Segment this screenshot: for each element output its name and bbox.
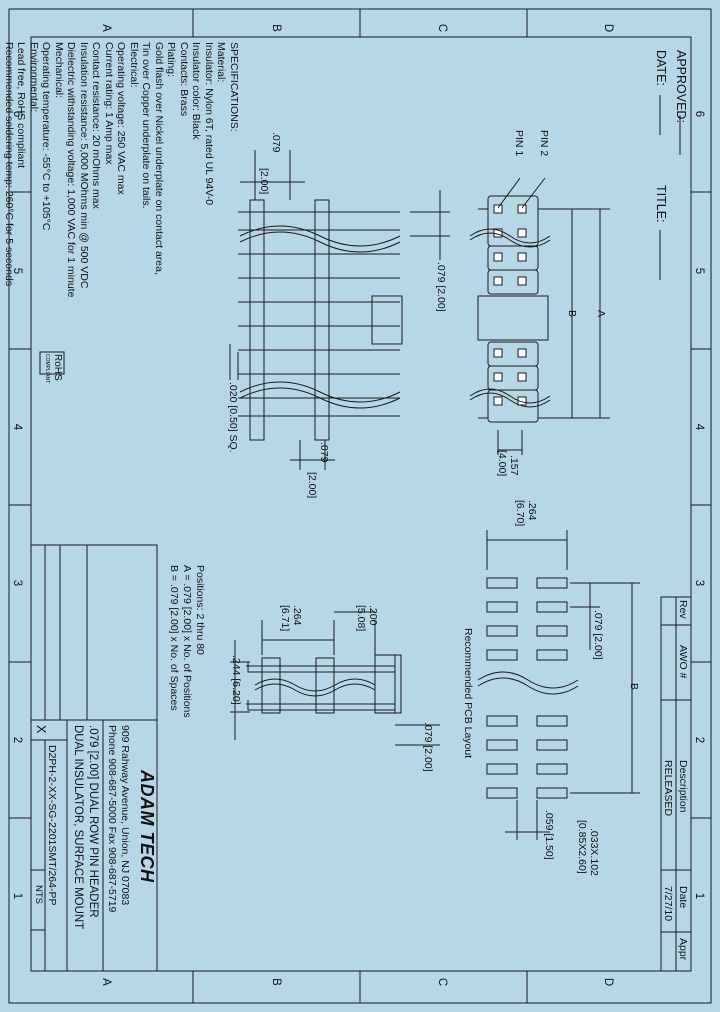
dim-row-spacing: .157 bbox=[508, 455, 520, 476]
part-number: D2PH-2-XX-SG-2201SMT/264-PP bbox=[46, 745, 58, 906]
dim-pad-size-mm: [0.85X2.60] bbox=[576, 820, 588, 874]
rohs-mark: RoHS COMPLIANT bbox=[41, 354, 63, 383]
positions-line-1: Positions: 2 thru 80 bbox=[194, 565, 206, 655]
pin-2-label: PIN 2 bbox=[538, 130, 550, 157]
zone-letter-bottom-c: C bbox=[436, 977, 449, 987]
spec-line: Recommended soldering temp: 260°C for 5 … bbox=[3, 42, 15, 287]
spec-line: Mechanical: bbox=[53, 42, 65, 99]
company-address: 909 Rahway Avenue, Union, NJ 07083 bbox=[119, 725, 131, 906]
dim-side-244: .244 [6.20] bbox=[230, 655, 242, 705]
revision-description: RELEASED bbox=[662, 760, 674, 817]
spec-heading: SPECIFICATIONS: bbox=[228, 42, 240, 132]
zone-number-left-2: 2 bbox=[11, 736, 24, 744]
zone-letter-top-b: B bbox=[269, 24, 282, 32]
zone-letter-top-d: D bbox=[602, 23, 615, 33]
dim-pitch-bottom: .079 bbox=[318, 442, 330, 463]
spec-line: Environmental: bbox=[28, 42, 40, 113]
pcb-layout bbox=[477, 530, 640, 840]
rohs-text: RoHS bbox=[52, 354, 63, 381]
profile-view bbox=[230, 611, 440, 746]
zone-letter-top-a: A bbox=[99, 24, 112, 32]
pin-1-label: PIN 1 bbox=[513, 130, 525, 157]
zone-number-right-5: 5 bbox=[693, 267, 706, 275]
revision-block bbox=[660, 596, 692, 972]
spec-line: Operating temperature: -55°C to +105°C bbox=[40, 42, 53, 231]
spec-line: Tin over Copper underplate on tails. bbox=[140, 42, 153, 209]
dim-row-spacing-mm: [4.00] bbox=[496, 450, 508, 477]
drawing-title-1: .079 [2.00] DUAL ROW PIN HEADER bbox=[87, 725, 99, 918]
zone-number-right-6: 6 bbox=[693, 110, 706, 118]
zone-number-left-3: 3 bbox=[11, 579, 24, 587]
dim-side-079: .079 [2.00] bbox=[422, 722, 434, 772]
dim-pad-span-mm: [6.70] bbox=[514, 500, 526, 527]
dim-side-264-mm: [6.71] bbox=[279, 605, 291, 632]
pcb-layout-title: Recommended PCB Layout bbox=[462, 628, 474, 759]
spec-line: Contact resistance: 20 mOhms max bbox=[90, 42, 103, 209]
zone-number-right-3: 3 bbox=[693, 579, 706, 587]
spec-line: Electrical: bbox=[128, 42, 140, 88]
rev-header: Rev bbox=[677, 600, 689, 619]
date-label: DATE: bbox=[654, 50, 668, 86]
zone-letter-bottom-b: B bbox=[269, 978, 282, 986]
approved-label: APPROVED: bbox=[674, 50, 688, 123]
zone-number-right-1: 1 bbox=[693, 892, 706, 900]
dim-a-label: A bbox=[595, 310, 607, 318]
title-label: TITLE: bbox=[654, 185, 668, 223]
spec-line: Insulator: Nylon 6T, rated UL 94V-0 bbox=[203, 42, 215, 206]
dim-pcb-b: B bbox=[628, 683, 640, 691]
zone-number-right-4: 4 bbox=[693, 423, 706, 431]
rohs-box bbox=[39, 351, 65, 375]
company-phone: Phone 908-687-5000 Fax 908-687-5719 bbox=[106, 725, 118, 913]
spec-line: Plating: bbox=[165, 42, 178, 78]
zone-ticks bbox=[9, 9, 711, 1003]
spec-line: Contacts: Brass bbox=[178, 42, 190, 117]
dim-pitch-bottom-mm: [2.00] bbox=[306, 472, 318, 499]
zone-letter-bottom-a: A bbox=[99, 978, 112, 986]
dim-side-200-mm: [5.08] bbox=[355, 605, 367, 632]
dim-b-label: B bbox=[566, 310, 578, 318]
dim-pitch-top: .079 bbox=[270, 132, 282, 153]
spec-line: Dielectric withstanding voltage: 1,000 V… bbox=[65, 42, 78, 298]
dim-pad-span: .264 bbox=[526, 500, 538, 521]
spec-material: Material: bbox=[215, 42, 228, 83]
dim-pad-gap: .059 [1.50] bbox=[543, 810, 555, 860]
date-header: Date bbox=[677, 886, 689, 909]
dim-pad-size: .033X.102 bbox=[588, 828, 600, 876]
dim-side-200: .200 bbox=[367, 605, 379, 626]
side-view bbox=[229, 150, 450, 470]
dim-pitch-top-mm: [2.00] bbox=[258, 168, 270, 195]
dim-side-264: .264 bbox=[291, 605, 303, 626]
zone-letter-bottom-d: D bbox=[602, 977, 615, 987]
top-view bbox=[469, 177, 610, 455]
appr-header: Appr bbox=[677, 938, 689, 961]
specifications: SPECIFICATIONS: Material: Insulator: Nyl… bbox=[3, 42, 240, 298]
company-name: ADAM TECH bbox=[137, 770, 157, 883]
inner-frame bbox=[30, 36, 692, 972]
spec-line: Gold flash over Nickel underplate on con… bbox=[153, 42, 165, 275]
description-header: Description bbox=[677, 760, 689, 813]
drawing-title-2: DUAL INSULATOR, SURFACE MOUNT bbox=[72, 725, 84, 930]
spec-line: Operating voltage: 250 VAC max bbox=[115, 42, 128, 195]
scale-value: NTS bbox=[33, 885, 44, 904]
zone-number-left-1: 1 bbox=[11, 892, 24, 900]
spec-line: Lead free, RoHS compliant bbox=[15, 42, 28, 169]
spec-line: Current rating: 1 Amp max bbox=[103, 42, 115, 165]
dim-pitch-mid: .079 [2.00] bbox=[435, 262, 447, 312]
x-mark: X bbox=[34, 725, 48, 734]
zone-number-right-2: 2 bbox=[693, 736, 706, 744]
rohs-compliant-text: COMPLIANT bbox=[44, 354, 50, 384]
positions-note: Positions: 2 thru 80 A = .079 [2.00] x N… bbox=[167, 565, 206, 718]
zone-number-left-4: 4 bbox=[11, 423, 24, 431]
spec-line: Insulator color: Black bbox=[190, 42, 203, 140]
title-block bbox=[30, 544, 158, 972]
positions-line-2: A = .079 [2.00] x No. of Positions bbox=[181, 565, 193, 718]
zone-letter-top-c: C bbox=[436, 23, 449, 33]
awo-header: AWO # bbox=[677, 645, 689, 679]
spec-line: Insulation resistance: 5,000 MOhms min @… bbox=[78, 42, 90, 289]
positions-line-3: B = .079 [2.00] x No. of Spaces bbox=[168, 565, 180, 711]
dim-pin-square: .020 [0.50] SQ. bbox=[227, 382, 239, 453]
dim-pcb-pitch: .079 [2.00] bbox=[592, 610, 604, 660]
revision-date: 7/27/10 bbox=[662, 886, 674, 922]
